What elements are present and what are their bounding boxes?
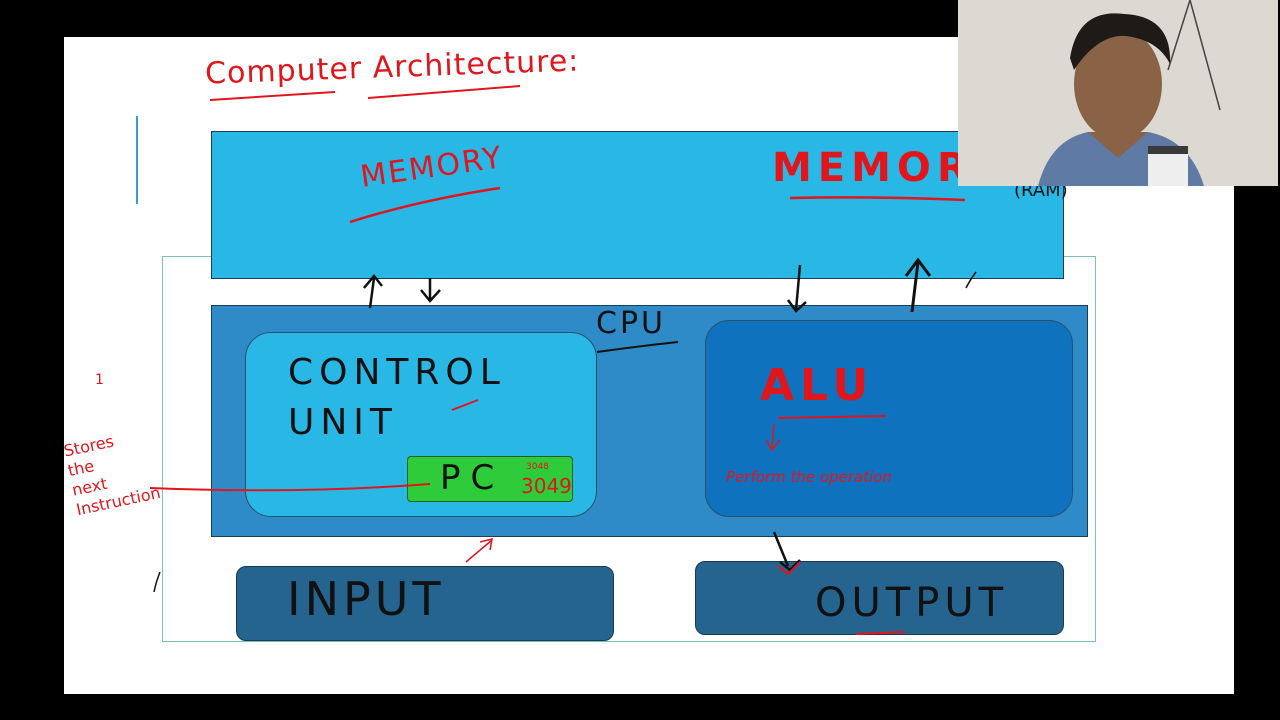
alu-label: ALU: [760, 360, 875, 411]
memory-box: [211, 131, 1064, 279]
arrow-down-icon: [772, 531, 801, 572]
ink-mark: [153, 571, 161, 593]
presenter-webcam: [958, 0, 1278, 186]
memory-underline: [789, 196, 966, 202]
arrow-up-icon: [904, 257, 932, 313]
memory-label-right: MEMOR: [772, 145, 974, 191]
cpu-label: CPU: [596, 306, 666, 341]
alu-note: Perform the operation: [726, 468, 892, 486]
margin-mark: [136, 116, 138, 204]
ink-tick: [965, 271, 977, 289]
title-underline: [209, 91, 336, 101]
program-counter-value: 3049: [521, 474, 572, 498]
ink-squiggle: [451, 399, 479, 411]
program-counter-box: [407, 456, 573, 502]
title-underline: [367, 85, 521, 99]
alu-box: [705, 320, 1073, 517]
control-unit-label-line2: UNIT: [288, 402, 398, 443]
program-counter-old-value: 3048: [526, 462, 549, 472]
output-box: [695, 561, 1064, 635]
arrow-up-right-icon: [465, 537, 493, 563]
arrow-up-icon: [363, 274, 383, 309]
cpu-underline: [596, 341, 679, 353]
presenter-video-icon: [958, 0, 1278, 186]
arrow-down-icon: [765, 423, 781, 452]
alu-underline: [777, 415, 887, 419]
ink-check: [777, 561, 801, 576]
output-underline: [855, 631, 906, 635]
pointer-line: [149, 483, 431, 492]
control-unit-label-line1: CONTROL: [288, 352, 506, 393]
program-counter-label: PC: [440, 458, 505, 498]
input-box: [236, 566, 614, 641]
arrow-down-icon: [786, 264, 807, 313]
side-mark: 1: [95, 372, 104, 388]
output-label: OUTPUT: [815, 580, 1009, 626]
memory-underline: [349, 186, 501, 224]
arrow-down-icon: [420, 278, 441, 303]
input-label: INPUT: [287, 572, 445, 626]
